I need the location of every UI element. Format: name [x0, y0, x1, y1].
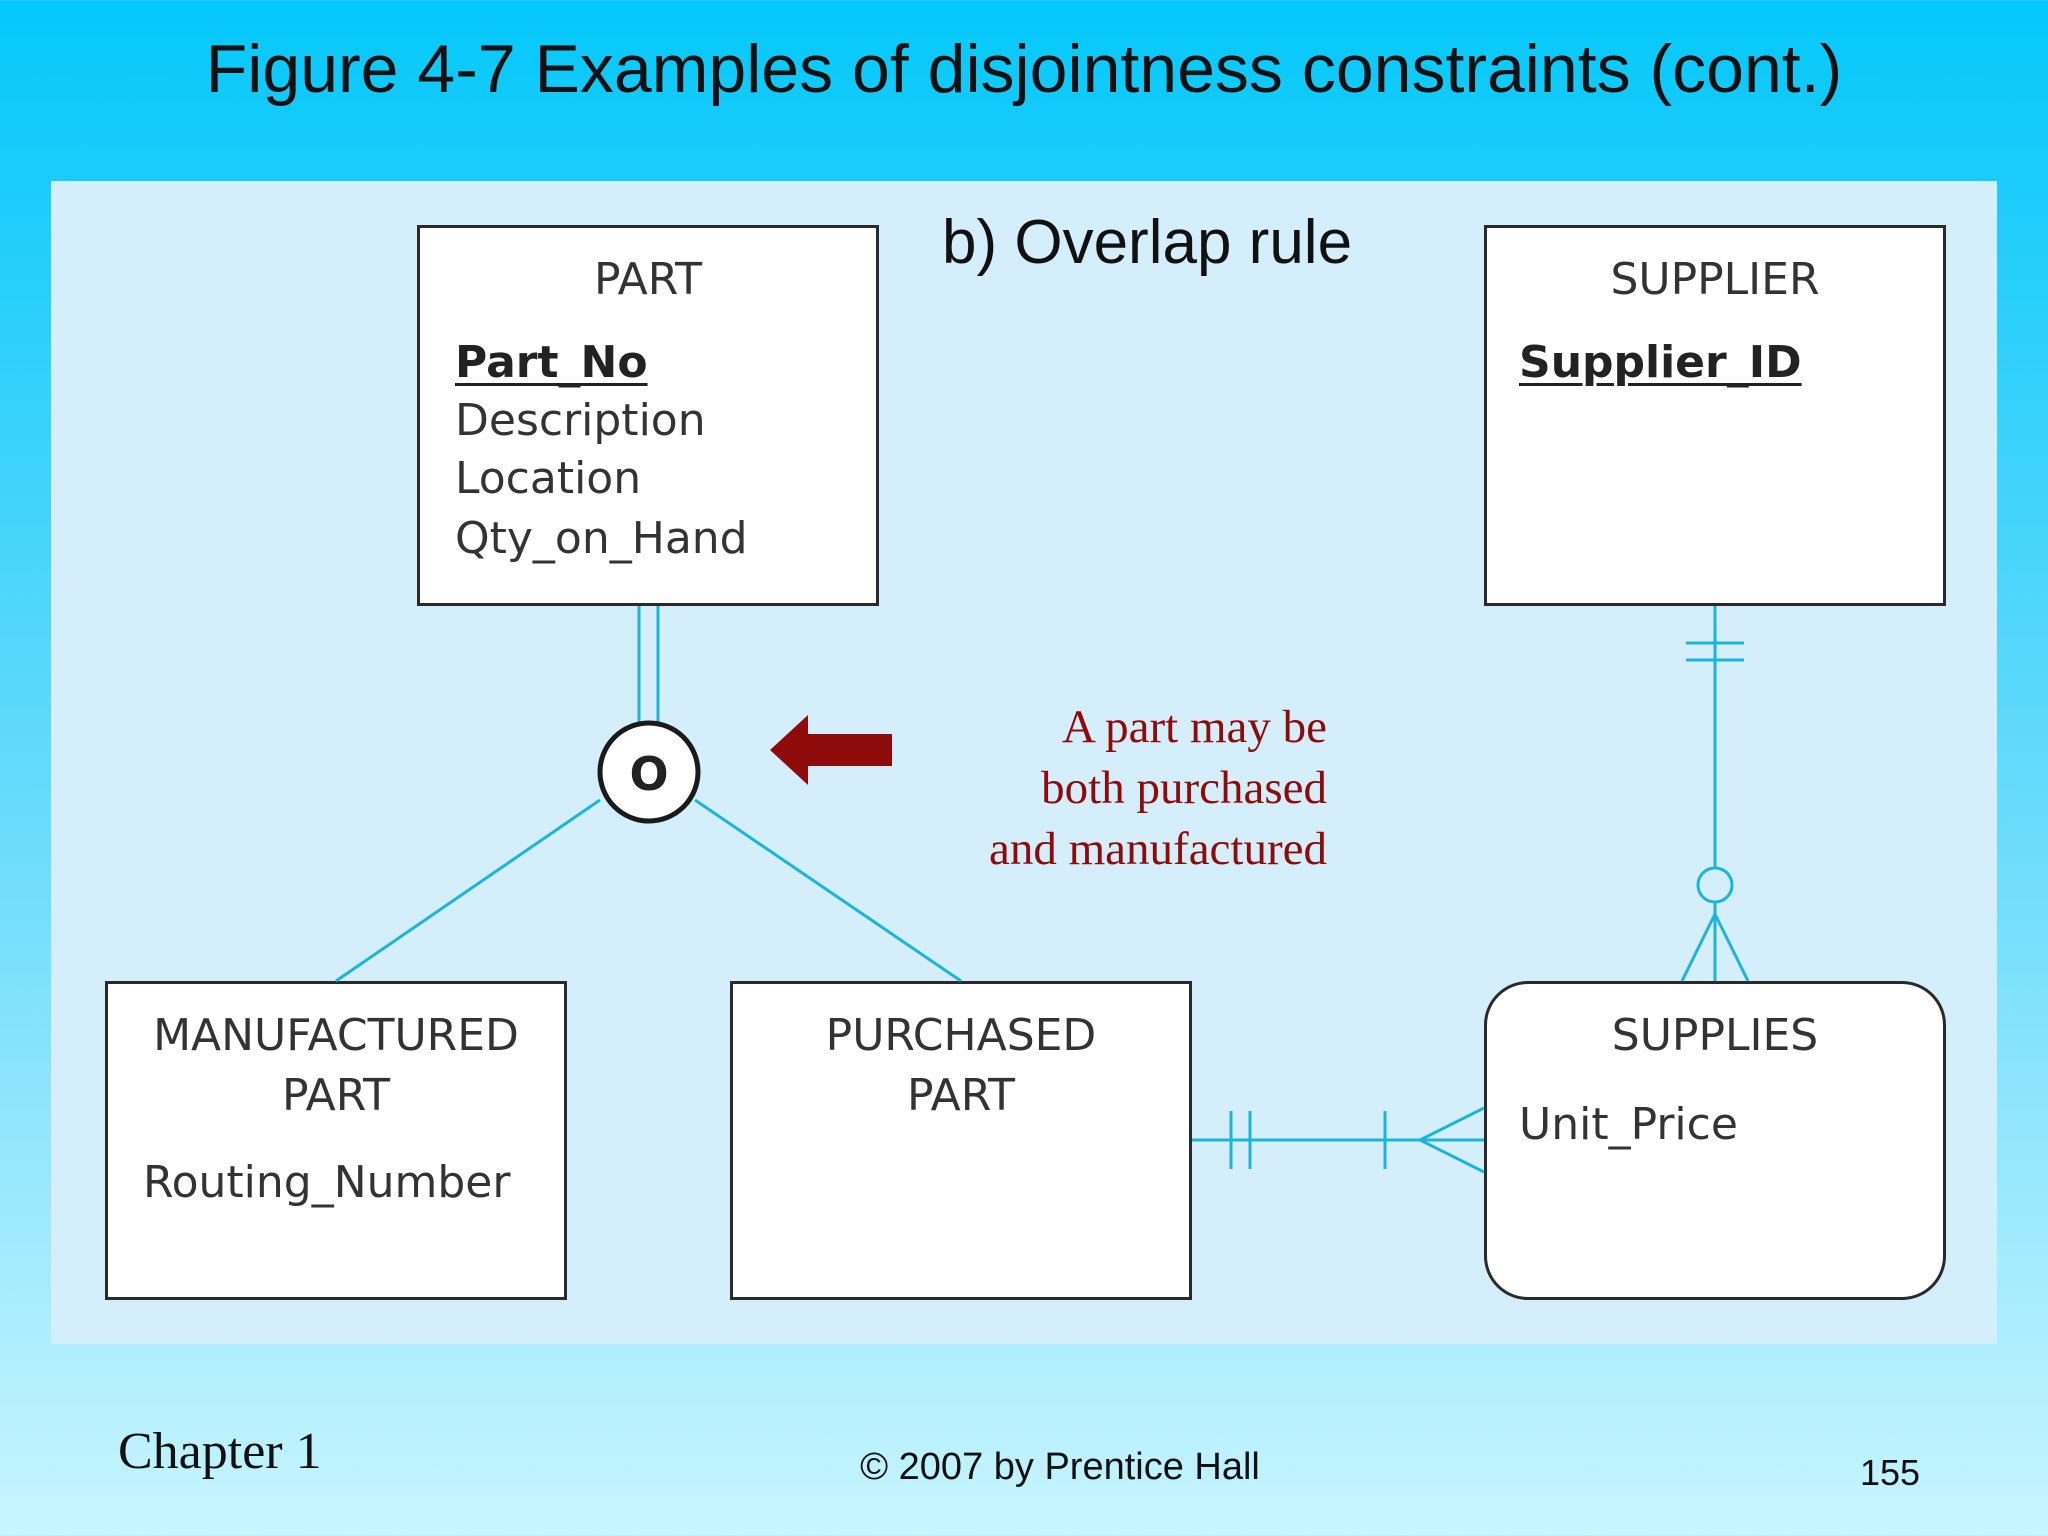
overlap-note: A part may be both purchased and manufac… [989, 697, 1327, 880]
entity-supplier: SUPPLIER Supplier_ID [1484, 225, 1946, 606]
supplies-crowfoot-right [1713, 913, 1750, 982]
footer-chapter: Chapter 1 [118, 1423, 322, 1480]
entity-part: PART Part_No Description Location Qty_on… [417, 225, 879, 606]
subtype-line-purchased [694, 798, 962, 983]
entity-supplies-name: SUPPLIES [1611, 1010, 1819, 1061]
overlap-note-line-3: and manufactured [989, 823, 1327, 875]
supplies-crowfoot-top [1419, 1106, 1485, 1142]
entity-purchased-part: PURCHASED PART [730, 981, 1192, 1300]
supplies-crowfoot-bottom [1419, 1138, 1485, 1174]
diagram-subtitle: b) Overlap rule [942, 208, 1353, 277]
entity-manufactured-part-name-line2: PART [281, 1070, 391, 1121]
attr-supplier-id: Supplier_ID [1519, 337, 1802, 388]
entity-supplies: SUPPLIES Unit_Price [1484, 981, 1946, 1300]
footer-copyright: © 2007 by Prentice Hall [860, 1446, 1260, 1488]
entity-manufactured-part-name-line1: MANUFACTURED [153, 1010, 519, 1061]
attr-location: Location [455, 453, 642, 504]
entity-purchased-part-name-line1: PURCHASED [825, 1010, 1097, 1061]
attr-description: Description [455, 395, 706, 446]
overlap-note-line-1: A part may be [1062, 701, 1327, 753]
entity-supplier-name: SUPPLIER [1610, 254, 1820, 305]
attr-qty-on-hand: Qty_on_Hand [455, 513, 748, 564]
subtype-line-manufactured [335, 798, 601, 983]
attr-routing-number: Routing_Number [143, 1157, 511, 1208]
supplies-optional-circle [1696, 866, 1734, 904]
attr-part-no: Part_No [455, 337, 648, 388]
overlap-note-line-2: both purchased [1041, 762, 1327, 814]
footer-page-number: 155 [1860, 1452, 1921, 1493]
note-arrow [770, 715, 892, 785]
attr-unit-price: Unit_Price [1519, 1099, 1738, 1150]
supplies-crowfoot-left [1680, 913, 1717, 982]
overlap-constraint-circle [597, 720, 701, 824]
entity-purchased-part-name-line2: PART [906, 1070, 1016, 1121]
overlap-constraint-symbol: O [629, 747, 668, 801]
slide-title: Figure 4-7 Examples of disjointness cons… [205, 31, 1843, 107]
entity-part-name: PART [593, 254, 703, 305]
entity-manufactured-part: MANUFACTURED PART Routing_Number [105, 981, 567, 1300]
